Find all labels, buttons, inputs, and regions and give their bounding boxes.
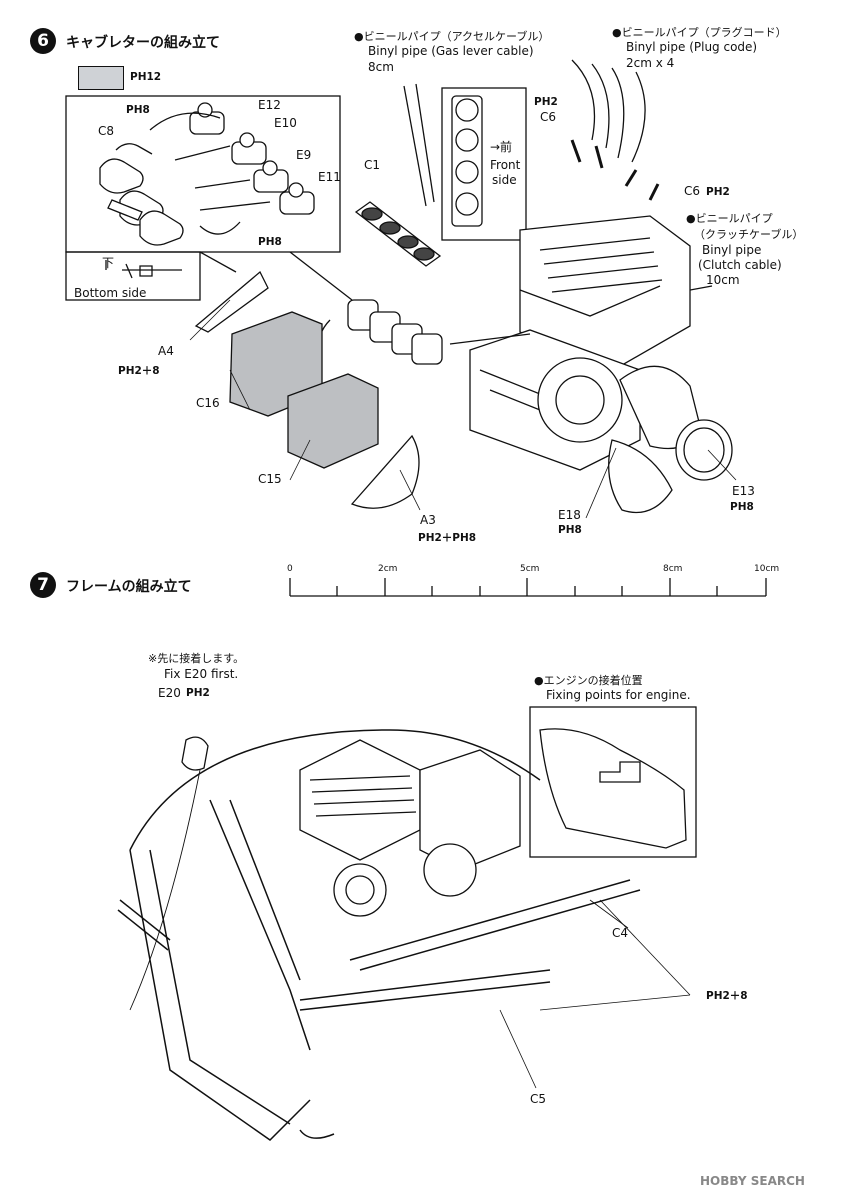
label-e11: E11 bbox=[318, 170, 341, 184]
bottom-side-inset bbox=[65, 251, 201, 301]
carb-parts-inset bbox=[99, 102, 315, 246]
bottom-side-jp: 下 bbox=[102, 256, 115, 270]
gas-cable-jp: ●ビニールパイプ（アクセルケーブル） bbox=[354, 30, 550, 43]
carb-assembly bbox=[316, 299, 531, 394]
ruler-tick-8: 8cm bbox=[663, 564, 683, 574]
plug-code-en: Binyl pipe (Plug code) bbox=[626, 40, 758, 54]
front-side-en1: Front bbox=[490, 158, 521, 172]
engine-fix-inset bbox=[529, 706, 697, 858]
label-e13: E13 bbox=[732, 484, 755, 498]
paint-swatch bbox=[78, 66, 124, 90]
paint-e13: PH8 bbox=[730, 501, 754, 513]
plug-code-jp: ●ビニールパイプ（プラグコード） bbox=[612, 26, 787, 39]
label-a3: A3 bbox=[420, 513, 436, 527]
step-6-title: キャブレターの組み立て bbox=[66, 35, 220, 51]
clutch-cable-en: Binyl pipe bbox=[702, 243, 762, 257]
clutch-cable-size: 10cm bbox=[706, 273, 740, 287]
gas-cable-en: Binyl pipe (Gas lever cable) bbox=[368, 44, 534, 58]
clutch-cable-jp: ●ビニールパイプ bbox=[686, 212, 773, 225]
bottom-side-en: Bottom side bbox=[74, 286, 147, 300]
paint-e18: PH8 bbox=[558, 524, 582, 536]
frame-engine bbox=[299, 739, 521, 917]
engine-fix-en: Fixing points for engine. bbox=[546, 688, 691, 702]
paint-c6a: PH2 bbox=[534, 96, 558, 108]
paint-a3: PH2＋PH8 bbox=[418, 532, 477, 544]
plug-code-size: 2cm x 4 bbox=[626, 56, 675, 70]
inset-paint-top: PH8 bbox=[126, 104, 150, 116]
carb-rack-c1 bbox=[354, 201, 442, 267]
carb-detail-inset bbox=[65, 95, 341, 253]
paint-swatch-code: PH12 bbox=[130, 71, 162, 83]
paint-e20: PH2 bbox=[186, 687, 210, 699]
clutch-cable-jp2: （クラッチケーブル） bbox=[694, 228, 804, 241]
label-a4: A4 bbox=[158, 344, 174, 358]
step-7-title: フレームの組み立て bbox=[66, 579, 192, 595]
ruler-tick-10: 10cm bbox=[754, 564, 780, 574]
inset-paint-bottom: PH8 bbox=[258, 236, 282, 248]
ruler-tick-2: 2cm bbox=[378, 564, 398, 574]
clutch-cable-en2: (Clutch cable) bbox=[698, 258, 782, 272]
ruler-graphic bbox=[289, 578, 767, 597]
label-c1: C1 bbox=[364, 158, 381, 172]
label-c16: C16 bbox=[196, 396, 220, 410]
label-c5: C5 bbox=[530, 1092, 547, 1106]
front-side-en2: side bbox=[492, 173, 517, 187]
label-c6a: C6 bbox=[540, 110, 557, 124]
label-e20: E20 bbox=[158, 686, 181, 700]
step-6-badge: 6 bbox=[30, 28, 56, 54]
engine-fix-jp: ●エンジンの接着位置 bbox=[534, 674, 643, 687]
label-e12: E12 bbox=[258, 98, 281, 112]
label-e10: E10 bbox=[274, 116, 297, 130]
gas-cable-size: 8cm bbox=[368, 60, 394, 74]
label-c4: C4 bbox=[612, 926, 629, 940]
watermark: HOBBY SEARCH bbox=[700, 1174, 805, 1188]
ruler-tick-5: 5cm bbox=[520, 564, 540, 574]
label-c8: C8 bbox=[98, 124, 115, 138]
label-e9: E9 bbox=[296, 148, 312, 162]
front-side-jp: →前 bbox=[490, 140, 513, 154]
step-7-badge: 7 bbox=[30, 572, 56, 598]
label-e18: E18 bbox=[558, 508, 581, 522]
fix-first-jp: ※先に接着します。 bbox=[148, 652, 245, 665]
fix-first-en: Fix E20 first. bbox=[164, 667, 239, 681]
paint-frame: PH2＋8 bbox=[706, 990, 748, 1002]
paint-a4: PH2＋8 bbox=[118, 365, 160, 377]
label-c15: C15 bbox=[258, 472, 282, 486]
paint-c6b: PH2 bbox=[706, 186, 730, 198]
label-c6b: C6 bbox=[684, 184, 701, 198]
engine-block bbox=[469, 215, 733, 514]
front-side-inset bbox=[441, 87, 527, 241]
ruler-tick-0: 0 bbox=[287, 564, 293, 574]
